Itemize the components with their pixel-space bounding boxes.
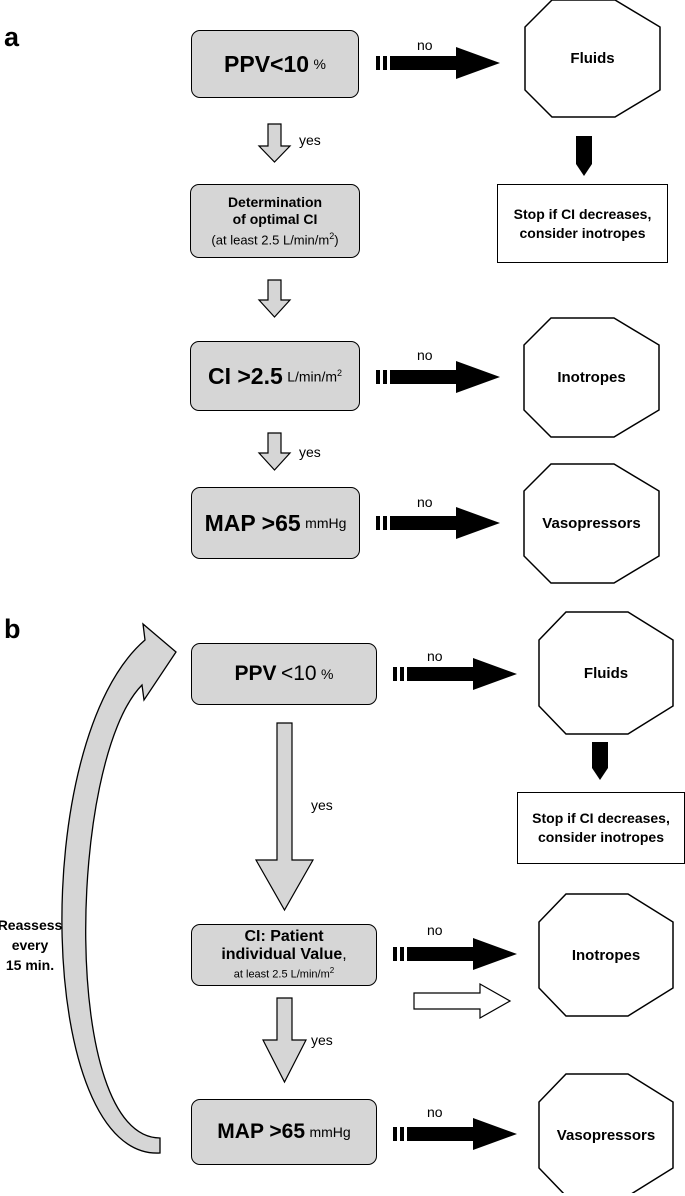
panel-b-arrow-white (413, 982, 512, 1020)
panel-a-fluids-label: Fluids (570, 50, 615, 67)
panel-b-no-label-2: no (427, 922, 443, 938)
panel-b-ppv-text: PPV (234, 662, 277, 685)
panel-a-arrow-fluids-to-stop (576, 136, 592, 176)
panel-b-map-text: MAP >65 (217, 1120, 306, 1143)
panel-a-map-text: MAP >65 (204, 509, 301, 536)
panel-a-arrow-down-2 (257, 279, 292, 318)
panel-a-no-label-2: no (417, 347, 433, 363)
panel-b-stop-box: Stop if CI decreases, consider inotropes (517, 792, 685, 864)
panel-b-map-unit: mmHg (309, 1124, 351, 1140)
panel-b-inotropes-label: Inotropes (571, 946, 641, 964)
panel-a-ppv-box: PPV<10 % (191, 30, 359, 98)
panel-a-ci-text: CI >2.5 (207, 362, 283, 389)
panel-a-ppv-text: PPV<10 (224, 50, 310, 77)
panel-b-ci-box: CI: Patient individual Value, at least 2… (191, 924, 377, 986)
panel-b-no-label-3: no (427, 1104, 443, 1120)
panel-a-no-label-1: no (417, 37, 433, 53)
panel-a-label: a (4, 22, 20, 52)
panel-a-arrow-yes-3 (257, 432, 292, 471)
panel-b-octagon-vasopressors (538, 1073, 674, 1193)
panel-a-yes-label-1: yes (299, 132, 321, 148)
panel-b-arrow-yes-2 (262, 997, 307, 1084)
panel-a-map-unit: mmHg (305, 515, 347, 531)
panel-a-octagon-vasopressors (523, 463, 660, 584)
panel-b-ppv-box: PPV <10 % (191, 643, 377, 705)
panel-a-map-box: MAP >65 mmHg (191, 487, 360, 559)
panel-a-vasopressors-label: Vasopressors (542, 515, 641, 532)
panel-b-arrow-no-2 (393, 938, 517, 970)
panel-b-fluids-label: Fluids (583, 664, 629, 682)
panel-a-no-label-3: no (417, 494, 433, 510)
panel-a-stop-line2: consider inotropes (519, 224, 646, 241)
panel-b-reassess-loop-arrow (61, 622, 177, 1154)
panel-a-arrow-no-1 (376, 47, 500, 79)
panel-b-ppv-unit: % (321, 666, 334, 682)
panel-b-arrow-fluids-to-stop (592, 742, 608, 780)
panel-b-ci-line1: CI: Patient (244, 928, 324, 946)
panel-b-ci-line3: at least 2.5 L/min/m2 (233, 966, 335, 981)
panel-b-arrow-no-3 (393, 1118, 517, 1150)
panel-b-vasopressors-label: Vasopressors (556, 1126, 656, 1144)
panel-b-octagon-fluids (538, 611, 674, 735)
panel-b-octagon-inotropes (538, 893, 674, 1017)
panel-b-stop-line2: consider inotropes (537, 829, 665, 845)
panel-b-ci-line2: individual Value, (221, 946, 347, 964)
panel-a-arrow-no-2 (376, 361, 500, 393)
panel-a-arrow-no-3 (376, 507, 500, 539)
panel-a-determination-box: Determination of optimal CI (at least 2.… (190, 184, 360, 258)
panel-a-ci-box: CI >2.5 L/min/m2 (190, 341, 360, 411)
panel-a-arrow-yes-1 (257, 123, 292, 163)
panel-b-arrow-no-1 (393, 658, 517, 690)
panel-b-no-label-1: no (427, 648, 443, 664)
panel-a-stop-line1: Stop if CI decreases, (513, 205, 652, 222)
panel-a-yes-label-2: yes (299, 444, 321, 460)
panel-b-reassess-text: Reassess every 15 min. (0, 917, 63, 973)
panel-a-determination-line1: Determination (227, 193, 323, 210)
panel-a-inotropes-label: Inotropes (557, 369, 626, 386)
panel-b-map-box: MAP >65 mmHg (191, 1099, 377, 1165)
panel-b-yes-label-2: yes (311, 1032, 333, 1048)
panel-b-yes-label-1: yes (311, 797, 333, 813)
panel-a-ci-unit: L/min/m2 (287, 367, 343, 385)
panel-a-determination-line2: of optimal CI (232, 210, 318, 227)
panel-a-determination-line3: (at least 2.5 L/min/m2) (211, 230, 339, 248)
panel-a-octagon-inotropes (523, 317, 660, 438)
panel-b-stop-line1: Stop if CI decreases, (532, 810, 670, 826)
panel-a-octagon-fluids (524, 0, 661, 118)
panel-b-ppv-value: <10 (280, 662, 317, 685)
panel-a-ppv-unit: % (313, 56, 326, 72)
panel-b-label: b (4, 614, 21, 644)
panel-a-stop-box: Stop if CI decreases, consider inotropes (497, 184, 668, 263)
panel-b-arrow-yes-1 (254, 722, 315, 912)
